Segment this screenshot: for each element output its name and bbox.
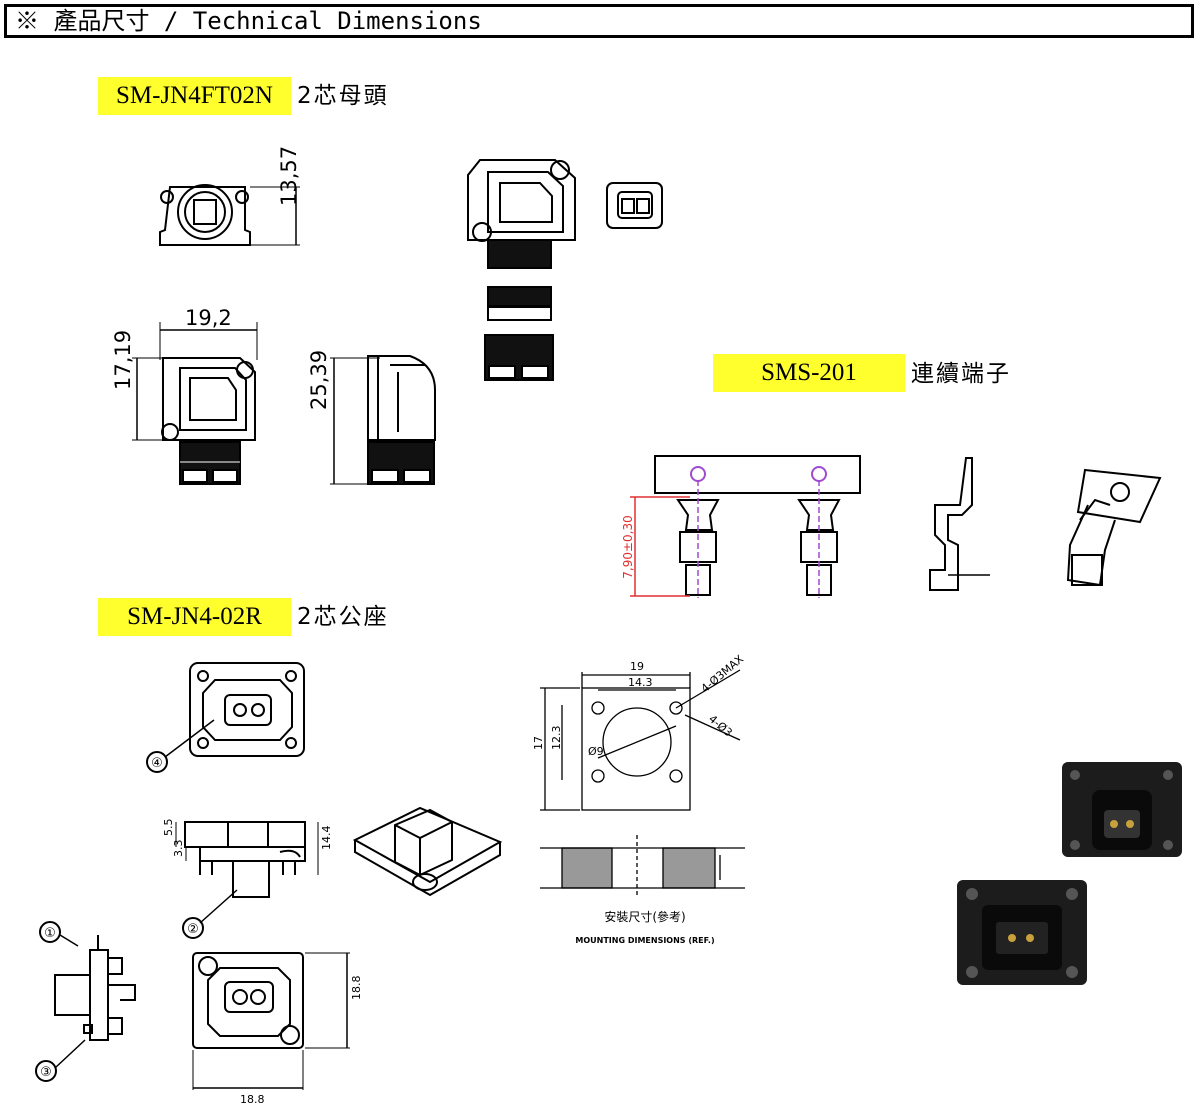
desc-terminal: 連續端子 [911,361,1011,387]
dim-height: 13,57 [277,146,301,206]
female-rear-view [132,322,258,485]
dim-width: 19,2 [185,306,232,330]
terminal-iso-view [1066,468,1162,587]
male-rear-view [192,952,350,1090]
male-section-view [35,921,136,1082]
callouts: ① ② ③ ④ [40,756,199,1080]
dim-terminal: 7,90±0,30 [621,515,635,579]
male-front-view [146,662,305,773]
male-side-view [175,821,319,939]
callout-3: ③ [40,1065,52,1080]
dim-d4: 18.8 [350,976,363,1001]
female-side-view [330,355,436,485]
desc-female: 2芯母頭 [297,83,389,109]
terminal-strip-view [630,455,861,598]
dim-d1: 5.5 [162,819,175,837]
desc-male: 2芯公座 [297,604,389,630]
mount-dia: Ø9 [588,745,604,758]
page-header: ※ 產品尺寸 / Technical Dimensions [4,4,1194,38]
male-iso-view [352,806,503,897]
mounting-section [540,835,745,895]
callout-1: ① [44,926,56,941]
product-photo [957,762,1182,985]
dim-d5: 18.8 [240,1093,265,1106]
mounting-caption-cn: 安裝尺寸(參考) [604,909,685,924]
model-label-male: SM-JN4-02R [98,598,291,636]
mount-h-outer: 17 [532,736,545,750]
mounting-plan [540,669,741,811]
female-exploded-view [467,159,663,381]
dim-d3: 14.4 [320,826,333,851]
model-label-female: SM-JN4FT02N [98,77,291,115]
mount-w-outer: 19 [630,660,644,673]
mounting-caption-en: MOUNTING DIMENSIONS (REF.) [575,936,714,945]
model-label-terminal: SMS-201 [713,354,905,392]
callout-2: ② [187,922,199,937]
dim-length: 25,39 [307,350,331,410]
mount-hole-a: 4-Ø3MAX [699,652,747,695]
mount-w-inner: 14.3 [628,676,653,689]
female-front-view [159,184,300,246]
dim-side-height: 17,19 [111,330,135,390]
mount-h-inner: 12.3 [550,726,563,751]
callout-4: ④ [151,756,163,771]
terminal-side-view [929,457,990,591]
dim-d2: 3.3 [172,840,185,858]
